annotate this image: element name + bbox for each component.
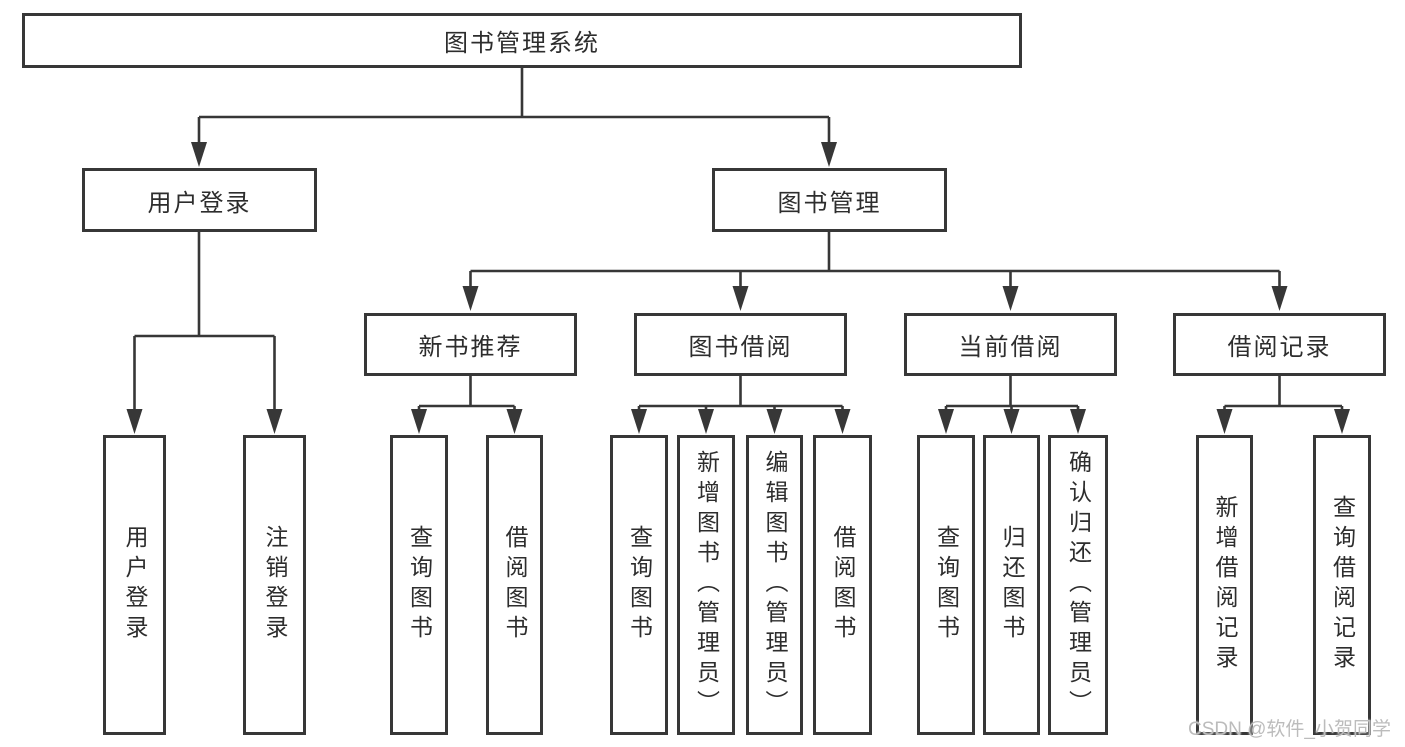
node-label: 借阅记录 <box>1227 334 1332 361</box>
node-label: 图书管理 <box>777 189 882 217</box>
node-label: 用户登录 <box>147 189 252 217</box>
leaf-logout: 注销登录 <box>243 435 306 735</box>
leaf-label: 新增借阅记录 <box>1212 495 1238 675</box>
leaf-edit-book-admin: 编辑图书（管理员） <box>746 435 803 735</box>
leaf-add-book-admin: 新增图书（管理员） <box>677 435 735 735</box>
leaf-label: 用户登录 <box>122 525 148 645</box>
leaf-label: 归还图书 <box>999 525 1025 645</box>
leaf-label: 新增图书（管理员） <box>693 450 720 720</box>
watermark: CSDN @软件_小贺同学 <box>1188 719 1391 740</box>
leaf-borrow-books: 借阅图书 <box>813 435 872 735</box>
leaf-label: 查询图书 <box>933 525 960 645</box>
leaf-user-login: 用户登录 <box>103 435 166 735</box>
leaf-label: 查询借阅记录 <box>1329 495 1356 675</box>
leaf-label: 查询图书 <box>406 525 433 645</box>
node-label: 新书推荐 <box>418 334 523 361</box>
leaf-label: 编辑图书（管理员） <box>762 450 788 720</box>
leaf-label: 确认归还（管理员） <box>1065 450 1092 720</box>
leaf-label: 查询图书 <box>626 525 653 645</box>
node-current-borrowing: 当前借阅 <box>904 313 1117 376</box>
node-label: 图书借阅 <box>688 334 793 361</box>
leaf-add-borrow-record: 新增借阅记录 <box>1196 435 1253 735</box>
leaf-query-books-borrowing: 查询图书 <box>610 435 668 735</box>
node-book-management: 图书管理 <box>712 168 947 232</box>
leaf-label: 借阅图书 <box>502 525 528 645</box>
node-user-login: 用户登录 <box>82 168 317 232</box>
node-label: 图书管理系统 <box>444 30 600 57</box>
leaf-label: 注销登录 <box>262 525 288 645</box>
leaf-query-borrow-record: 查询借阅记录 <box>1313 435 1371 735</box>
leaf-confirm-return-admin: 确认归还（管理员） <box>1048 435 1108 735</box>
node-book-borrowing: 图书借阅 <box>634 313 847 376</box>
leaf-query-books-recommend: 查询图书 <box>390 435 448 735</box>
leaf-borrow-books-recommend: 借阅图书 <box>486 435 543 735</box>
leaf-query-books-current: 查询图书 <box>917 435 975 735</box>
leaf-label: 借阅图书 <box>830 525 856 645</box>
leaf-return-books: 归还图书 <box>983 435 1040 735</box>
node-label: 当前借阅 <box>958 334 1063 361</box>
node-borrow-records: 借阅记录 <box>1173 313 1386 376</box>
node-new-book-recommend: 新书推荐 <box>364 313 577 376</box>
node-library-system: 图书管理系统 <box>22 13 1022 68</box>
